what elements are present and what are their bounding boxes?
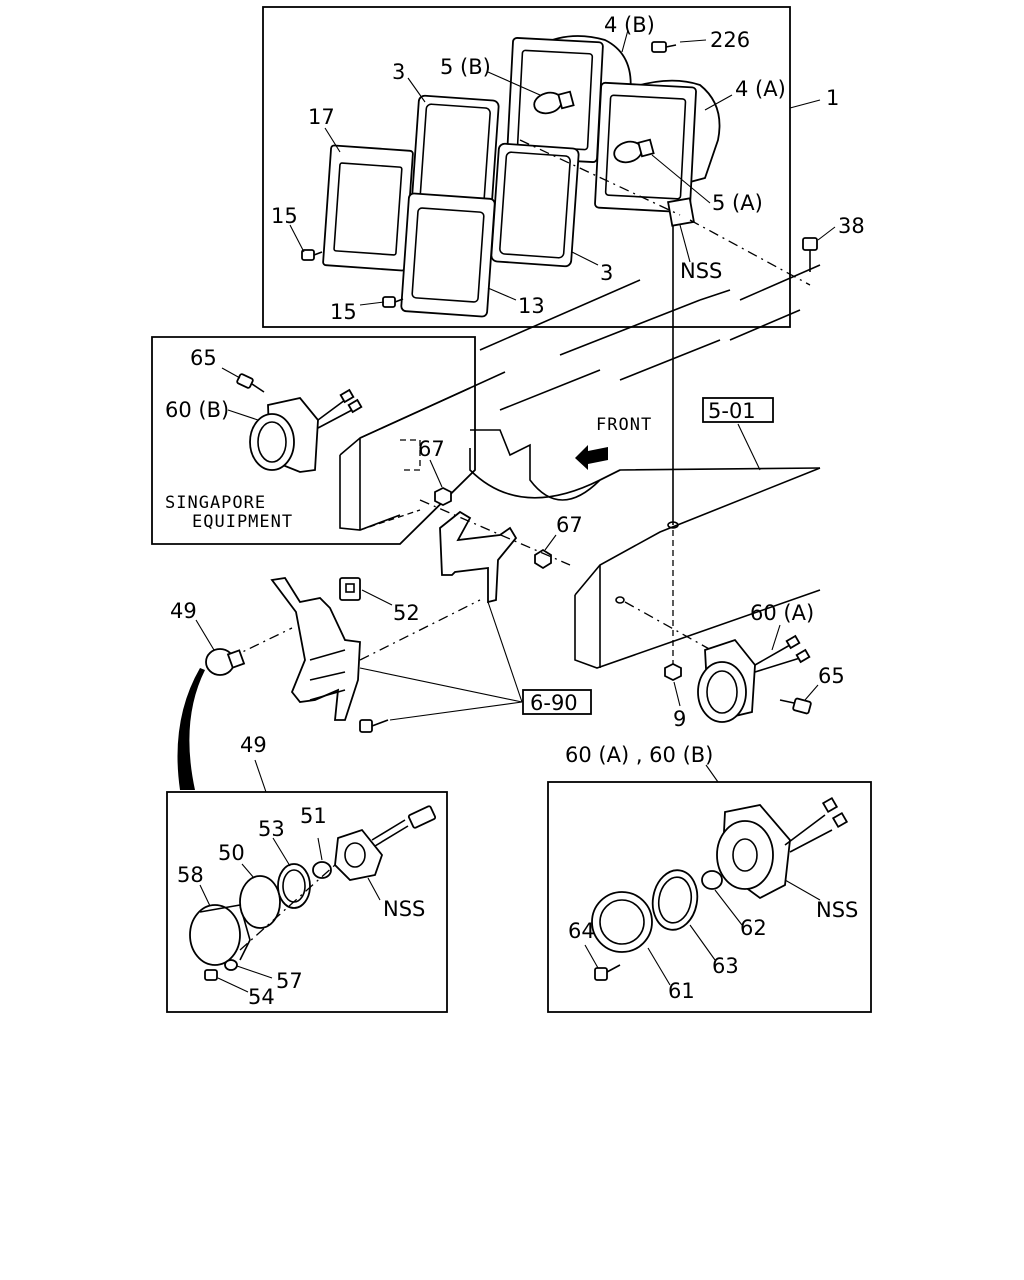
label-226: 226: [710, 28, 750, 52]
label-54: 54: [248, 985, 275, 1009]
bolt-bracket: [359, 719, 389, 733]
gasket-53: [277, 863, 311, 909]
label-nss-upper: NSS: [680, 259, 722, 283]
lamp-60b: [249, 388, 363, 473]
label-58: 58: [177, 863, 204, 887]
label-52: 52: [393, 601, 420, 625]
label-57: 57: [276, 969, 303, 993]
label-singapore: SINGAPORE: [165, 493, 266, 513]
bulb-62: [701, 870, 723, 890]
screw-64: [594, 964, 621, 981]
label-6-90: 6-90: [530, 691, 578, 715]
label-53: 53: [258, 817, 285, 841]
bezel-17: [322, 144, 414, 272]
label-4a: 4 (A): [735, 77, 786, 101]
lens-61: [591, 891, 653, 953]
side-lamp-49: [205, 648, 246, 676]
lamp-60-detail-box: [547, 781, 872, 1013]
bezel-13: [400, 192, 496, 318]
singapore-inset-box: [151, 336, 476, 545]
front-arrow: [575, 445, 608, 470]
label-5-01: 5-01: [708, 399, 756, 423]
nut-67-upper: [434, 486, 452, 507]
label-50: 50: [218, 841, 245, 865]
label-62: 62: [740, 916, 767, 940]
label-front: FRONT: [596, 415, 652, 435]
gasket-63: [651, 869, 699, 931]
label-3-lower: 3: [600, 261, 613, 285]
detail-arrow: [177, 668, 205, 790]
nss-bracket-upper: [667, 197, 695, 227]
lamp-body-nss: [716, 796, 849, 900]
label-15-upper: 15: [271, 204, 298, 228]
screw-226: [651, 41, 677, 53]
lamp-60a: [697, 634, 811, 723]
bulb-51: [312, 861, 332, 879]
label-38: 38: [838, 214, 865, 238]
bolt-38: [802, 237, 818, 272]
label-61: 61: [668, 979, 695, 1003]
nut-9: [664, 662, 682, 682]
washer-57: [224, 959, 238, 971]
label-49-upper: 49: [170, 599, 197, 623]
label-1: 1: [826, 86, 839, 110]
ref-box-5-01: [702, 397, 774, 423]
label-nss-lower: NSS: [816, 898, 858, 922]
lens-58: [189, 904, 251, 966]
screw-15-lower: [382, 296, 404, 308]
label-60b: 60 (B): [165, 398, 229, 422]
label-17: 17: [308, 105, 335, 129]
label-67-upper: 67: [418, 437, 445, 461]
bulb-5b: [533, 90, 575, 115]
screw-15-upper: [301, 249, 323, 261]
label-63: 63: [712, 954, 739, 978]
label-9: 9: [673, 707, 686, 731]
label-65-upper: 65: [190, 346, 217, 370]
label-64: 64: [568, 919, 595, 943]
bracket-assembly: [270, 510, 518, 721]
label-67-lower: 67: [556, 513, 583, 537]
label-5b: 5 (B): [440, 55, 491, 79]
label-3-upper: 3: [392, 60, 405, 84]
bulb-5a: [613, 138, 655, 164]
lamp-housing-4a: [594, 79, 721, 214]
screw-54: [204, 969, 218, 981]
ref-box-6-90: [522, 689, 592, 715]
lamp-49-detail-box: [166, 791, 448, 1013]
socket-nss: [334, 805, 437, 881]
label-15-lower: 15: [330, 300, 357, 324]
label-65-lower: 65: [818, 664, 845, 688]
headlamp-inset-box: [262, 6, 791, 328]
label-60a: 60 (A): [750, 601, 814, 625]
label-60a-60b: 60 (A) , 60 (B): [565, 743, 713, 767]
bumper-body: [339, 264, 821, 669]
lens-50: [239, 875, 281, 929]
screw-65-upper: [236, 373, 265, 393]
label-49-lower: 49: [240, 733, 267, 757]
label-51: 51: [300, 804, 327, 828]
screw-65-lower: [779, 697, 812, 715]
label-nss-mid: NSS: [383, 897, 425, 921]
label-5a: 5 (A): [712, 191, 763, 215]
label-13: 13: [518, 294, 545, 318]
label-equipment: EQUIPMENT: [192, 512, 293, 532]
clip-52: [339, 577, 361, 601]
label-4b: 4 (B): [604, 13, 655, 37]
